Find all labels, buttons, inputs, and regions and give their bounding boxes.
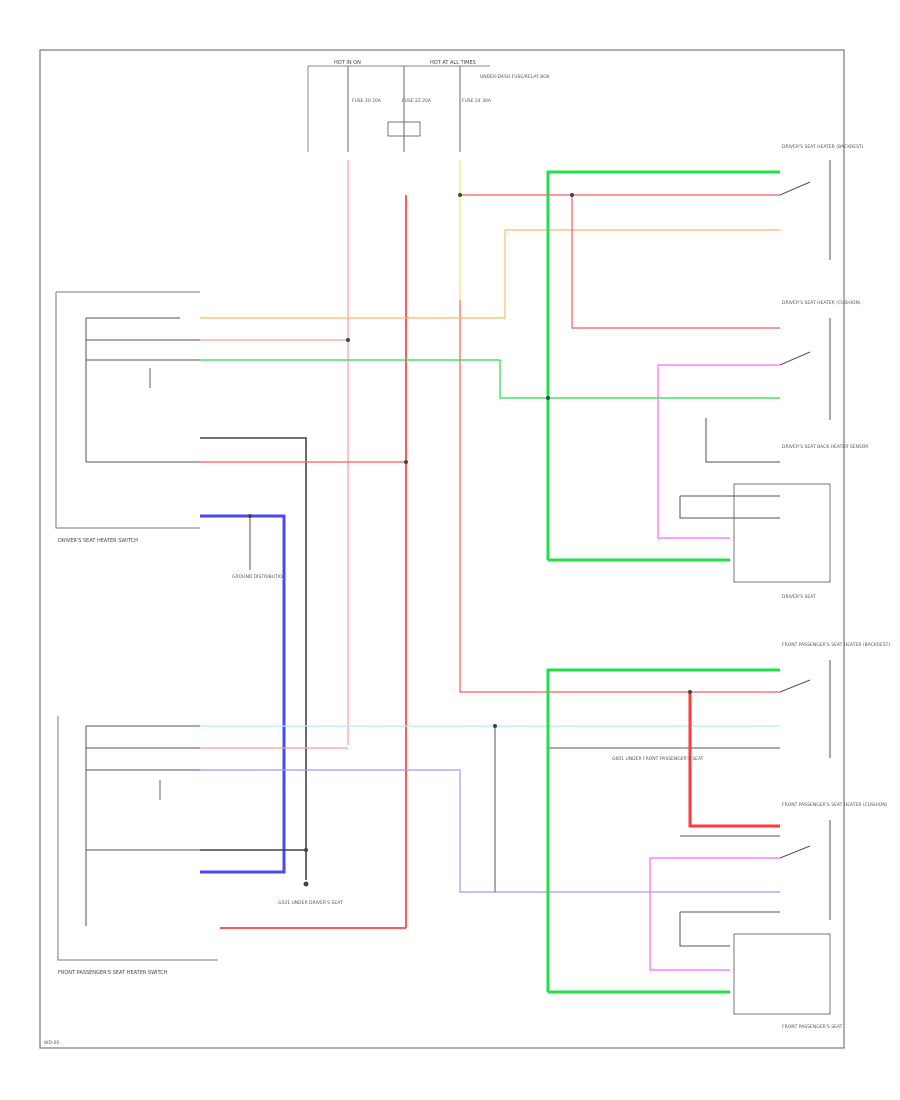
- splice-point: [404, 460, 408, 464]
- hot-at-all-times-label: HOT AT ALL TIMES: [430, 60, 476, 66]
- splice-point: [493, 724, 497, 728]
- blue-wire-passenger-1: [200, 769, 780, 893]
- driver-backrest-switch: [779, 181, 811, 196]
- splice-point: [346, 338, 350, 342]
- splice-points: [248, 193, 692, 852]
- driver-backrest-label: DRIVER'S SEAT HEATER (BACKREST): [782, 144, 864, 150]
- fuse-box-area: HOT IN ON HOT AT ALL TIMES UNDER-DASH FU…: [307, 60, 550, 152]
- red-riser-right: [459, 300, 780, 693]
- driver-heater-switch-label: DRIVER'S SEAT HEATER SWITCH: [58, 538, 138, 544]
- driver-heater-switch: DRIVER'S SEAT HEATER SWITCH: [55, 291, 200, 544]
- splice-point: [458, 193, 462, 197]
- driver-seat-sensor-label: DRIVER'S SEAT BACK HEATER SENSOR: [782, 444, 868, 450]
- under-dash-fuse-box-label: UNDER-DASH FUSE/RELAY BOX: [480, 74, 550, 80]
- passenger-seat-heater-cushion: FRONT PASSENGER'S SEAT HEATER (CUSHION): [779, 802, 888, 920]
- black-wire-driver-seat: [679, 495, 780, 519]
- fuse-1-label: FUSE 20 20A: [352, 98, 382, 104]
- driver-seat-label: DRIVER'S SEAT: [782, 594, 816, 600]
- ground-passenger-label: G601 UNDER FRONT PASSENGER'S SEAT: [612, 756, 704, 762]
- diagram-frame: [39, 49, 845, 1049]
- black-wire-driver-sensor: [705, 418, 780, 463]
- red-wire-driver-cushion: [571, 195, 780, 329]
- fuse-3-label: FUSE 24 30A: [462, 98, 492, 104]
- driver-cushion-switch: [779, 351, 811, 366]
- hot-in-on-label: HOT IN ON: [334, 60, 361, 66]
- passenger-seat-label: FRONT PASSENGER'S SEAT: [782, 1024, 843, 1030]
- passenger-cushion-label: FRONT PASSENGER'S SEAT HEATER (CUSHION): [782, 802, 888, 808]
- black-wire-driver: [200, 437, 307, 880]
- passenger-seat: FRONT PASSENGER'S SEAT: [733, 933, 843, 1030]
- passenger-heater-switch-label: FRONT PASSENGER'S SEAT HEATER SWITCH: [58, 970, 168, 976]
- green-wire-driver-seat: [546, 170, 780, 560]
- ground-driver-point: [303, 881, 309, 887]
- ground-driver-label: G501 UNDER DRIVER'S SEAT: [278, 900, 343, 906]
- driver-seat-box: [733, 483, 831, 583]
- passenger-cushion-switch: [779, 845, 811, 859]
- driver-cushion-label: DRIVER'S SEAT HEATER (CUSHION): [782, 300, 861, 306]
- passenger-seat-heater-backrest: FRONT PASSENGER'S SEAT HEATER (BACKREST): [779, 642, 890, 758]
- passenger-backrest-label: FRONT PASSENGER'S SEAT HEATER (BACKREST): [782, 642, 890, 648]
- passenger-switch-border: [57, 716, 218, 961]
- fuse-2-label: FUSE 22 20A: [402, 98, 432, 104]
- driver-seat: DRIVER'S SEAT: [733, 483, 831, 600]
- driver-switch-border: [55, 291, 200, 529]
- passenger-heater-switch: FRONT PASSENGER'S SEAT HEATER SWITCH: [57, 716, 218, 976]
- page-ref-label: WD-00: [44, 1040, 59, 1046]
- splice-point: [248, 514, 252, 518]
- passenger-backrest-switch: [779, 679, 811, 693]
- magenta-wire-driver: [657, 364, 780, 539]
- driver-seat-heater-backrest: DRIVER'S SEAT HEATER (BACKREST): [779, 144, 864, 260]
- passenger-seat-box: [733, 933, 831, 1015]
- splice-point: [570, 193, 574, 197]
- splice-point: [546, 396, 550, 400]
- magenta-wire-passenger: [649, 857, 780, 971]
- ground-distribution-label: GROUND DISTRIBUTION: [232, 574, 286, 580]
- splice-point: [688, 690, 692, 694]
- green-wire-passenger-seat: [546, 668, 780, 992]
- red-wire-passenger-cushion: [688, 692, 780, 828]
- blue-wire-driver: [200, 514, 286, 874]
- orange-wire-driver: [200, 229, 780, 319]
- black-wire-passenger-seat: [679, 835, 780, 947]
- splice-point: [304, 848, 308, 852]
- driver-seat-heater-cushion: DRIVER'S SEAT HEATER (CUSHION): [779, 300, 861, 420]
- green-wire-driver: [200, 359, 780, 399]
